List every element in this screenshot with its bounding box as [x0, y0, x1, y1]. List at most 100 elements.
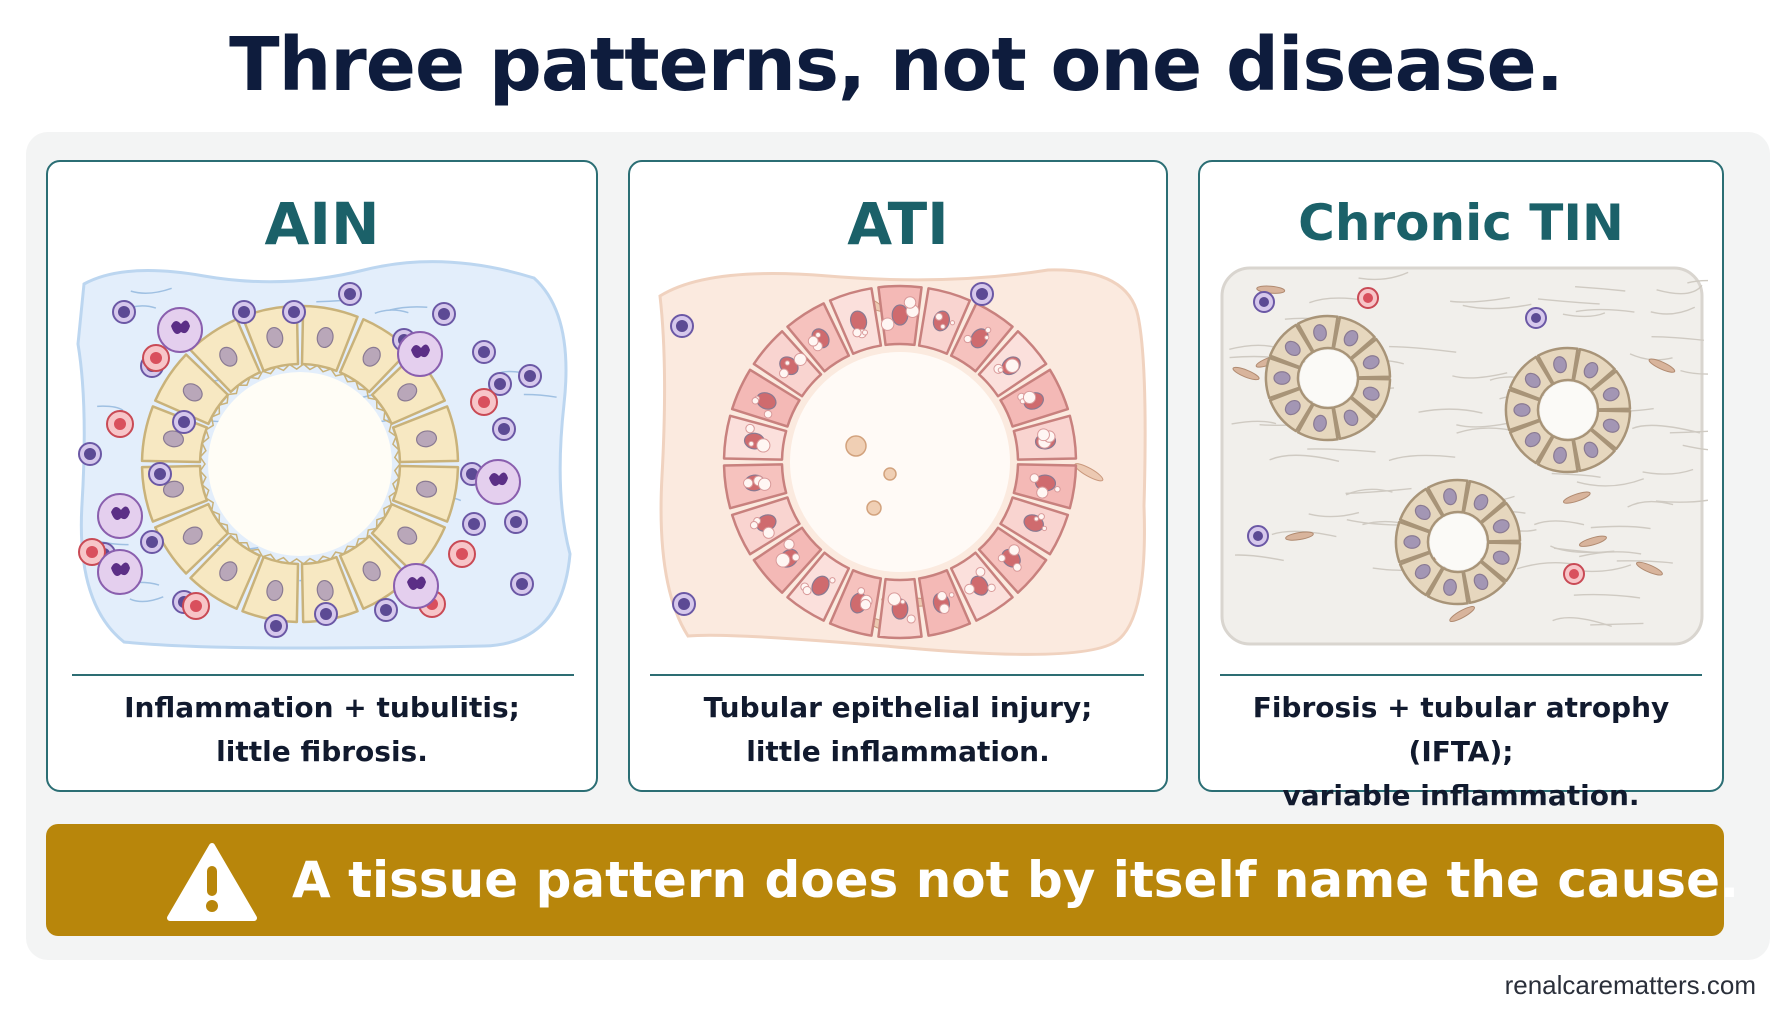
lymphocyte-nucleus — [468, 518, 480, 530]
cell-nucleus — [1492, 550, 1510, 565]
cytoplasm-vacuole — [984, 326, 992, 334]
collagen-fiber — [1680, 369, 1708, 375]
atrophic-tubule-lumen — [1300, 350, 1356, 406]
collagen-fiber — [1576, 478, 1644, 487]
cell-nucleus — [266, 326, 284, 349]
lymphocyte-nucleus — [466, 468, 478, 480]
collagen-fiber — [1562, 312, 1606, 318]
panel-ati: ATI Tubular epithelial injury; little in… — [628, 160, 1168, 792]
collagen-fiber — [1452, 372, 1508, 379]
fiber-strand — [316, 299, 342, 303]
collagen-fiber — [1345, 488, 1393, 496]
cytoplasm-vacuole — [1037, 513, 1045, 521]
cytoplasm-vacuole — [859, 599, 872, 611]
cytoplasm-vacuole — [757, 477, 772, 491]
collagen-fiber — [1656, 284, 1703, 295]
collagen-fiber — [1358, 271, 1409, 281]
panel-caption-ain: Inflammation + tubulitis; little fibrosi… — [58, 686, 586, 774]
collagen-fiber — [1590, 622, 1644, 626]
eosinophil-nucleus — [171, 320, 190, 334]
cell-nucleus — [316, 326, 334, 349]
collagen-fiber — [1346, 519, 1402, 526]
cell-debris — [866, 500, 882, 516]
collagen-fiber — [1271, 530, 1337, 538]
plasma-cell-nucleus — [1363, 293, 1373, 303]
warning-triangle-icon — [167, 843, 257, 921]
cell-nucleus — [1362, 355, 1380, 370]
plasma-cell-nucleus — [114, 418, 126, 430]
cytoplasm-vacuole — [745, 423, 755, 434]
eosinophil-nucleus — [407, 576, 426, 590]
collagen-fiber — [1553, 547, 1598, 554]
fiber-strand — [130, 287, 172, 294]
fiber-strand — [129, 596, 164, 603]
lymphocyte-nucleus — [146, 536, 158, 548]
lymphocyte-nucleus — [494, 378, 506, 390]
collagen-fiber — [1616, 560, 1673, 564]
cytoplasm-vacuole — [997, 554, 1006, 563]
cell-nucleus — [162, 480, 185, 498]
cell-nucleus — [1443, 488, 1457, 506]
collagen-fiber — [1389, 345, 1457, 353]
cytoplasm-vacuole — [906, 614, 916, 624]
cytoplasm-vacuole — [984, 334, 990, 341]
cytoplasm-vacuole — [751, 397, 760, 405]
cytoplasm-vacuole — [763, 409, 773, 419]
plasma-cell-nucleus — [478, 396, 490, 408]
collagen-fiber — [1388, 454, 1456, 462]
collagen-fiber — [1418, 408, 1483, 414]
panel-title-ain: AIN — [264, 190, 380, 258]
fiber-strand — [97, 405, 124, 411]
cytoplasm-vacuole — [862, 329, 868, 336]
cytoplasm-vacuole — [963, 334, 972, 344]
collagen-fiber — [1450, 296, 1510, 303]
cytoplasm-vacuole — [940, 323, 946, 330]
cell-nucleus — [1284, 399, 1301, 416]
cytoplasm-vacuole — [748, 440, 755, 447]
cell-nucleus — [1583, 361, 1599, 379]
ati-tissue-illustration — [658, 268, 1147, 656]
panel-chronic-tin: Chronic TIN Fibrosis + tubular atrophy (… — [1198, 160, 1724, 812]
panel-divider — [650, 674, 1144, 676]
caption-line: Inflammation + tubulitis; — [124, 691, 520, 724]
cell-nucleus — [1602, 418, 1620, 433]
cell-nucleus — [1524, 372, 1541, 389]
cytoplasm-vacuole — [783, 538, 795, 550]
plasma-cell-nucleus — [150, 352, 162, 364]
warning-text: A tissue pattern does not by itself name… — [292, 851, 1739, 909]
lymphocyte-nucleus — [976, 288, 988, 300]
cytoplasm-vacuole — [749, 521, 759, 530]
cell-nucleus — [1403, 535, 1421, 549]
lymphocyte-nucleus — [320, 608, 332, 620]
lymphocyte-nucleus — [516, 578, 528, 590]
lymphocyte-nucleus — [178, 416, 190, 428]
cell-nucleus — [415, 480, 438, 498]
cytoplasm-vacuole — [1036, 486, 1049, 499]
tubule-lumen — [208, 372, 392, 556]
caption-line: variable inflammation. — [1282, 779, 1640, 812]
collagen-fiber — [1269, 454, 1340, 463]
panel-caption-chronic-tin: Fibrosis + tubular atrophy (IFTA); varia… — [1210, 686, 1712, 818]
fibroblast — [1636, 561, 1663, 576]
cytoplasm-vacuole — [1012, 562, 1022, 572]
lymphocyte-nucleus — [288, 306, 300, 318]
collagen-fiber — [1575, 285, 1626, 292]
lymphocyte-nucleus — [270, 620, 282, 632]
cytoplasm-vacuole — [1029, 473, 1040, 483]
atrophic-tubule-lumen — [1430, 514, 1486, 570]
cell-nucleus — [1343, 409, 1359, 427]
cytoplasm-vacuole — [1054, 485, 1061, 493]
lymphocyte-nucleus — [1531, 313, 1541, 323]
collagen-fiber — [1632, 424, 1701, 434]
lymphocyte-nucleus — [84, 448, 96, 460]
collagen-fiber — [1307, 448, 1376, 453]
cytoplasm-vacuole — [887, 592, 902, 606]
fibroblast — [1578, 535, 1607, 547]
cytoplasm-vacuole — [807, 335, 819, 347]
cell-nucleus — [1553, 356, 1567, 374]
cytoplasm-vacuole — [1005, 358, 1020, 373]
cell-nucleus — [1414, 563, 1431, 580]
cytoplasm-vacuole — [793, 352, 807, 366]
collagen-fiber — [1687, 279, 1708, 284]
cell-nucleus — [1513, 403, 1531, 417]
